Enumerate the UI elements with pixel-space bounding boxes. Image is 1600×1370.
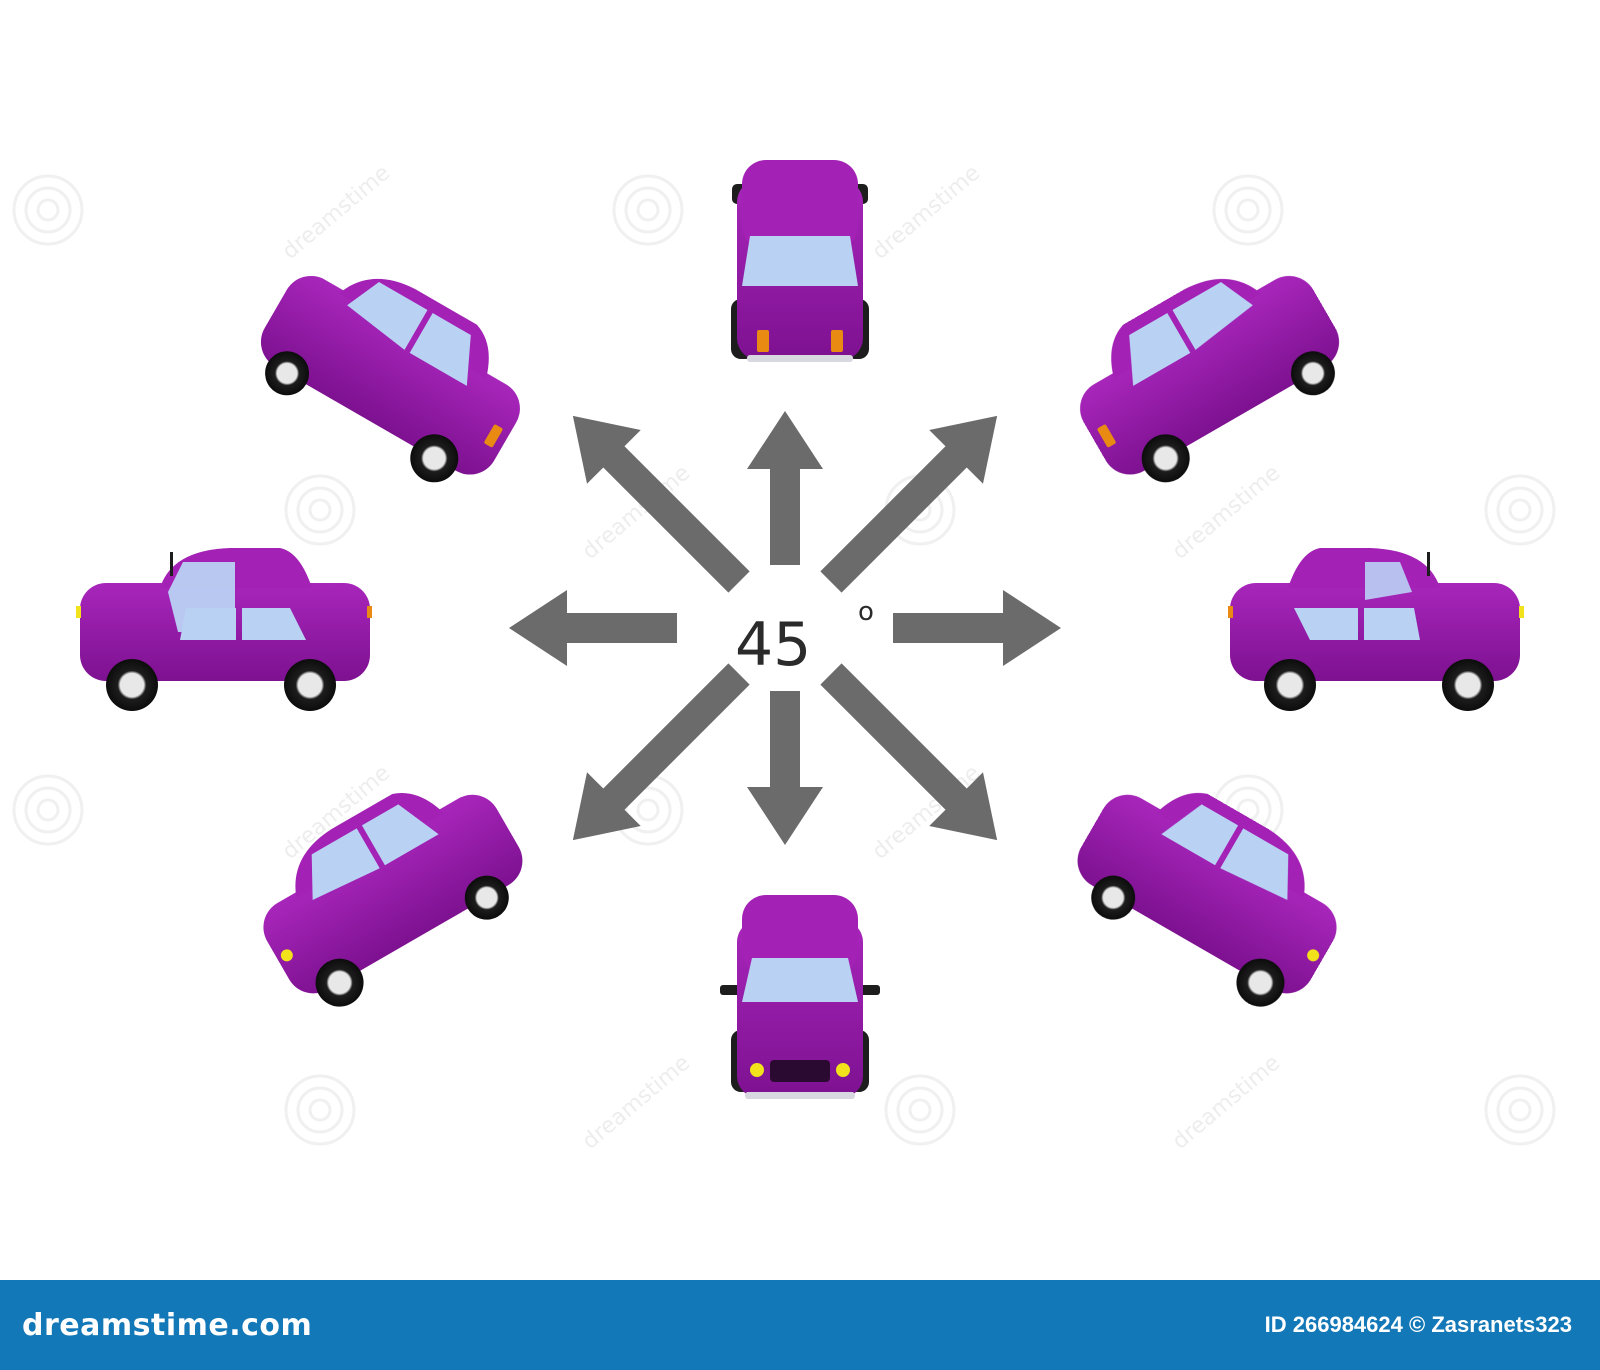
watermark-spiral-icon (12, 174, 84, 246)
arrow-270-deg (747, 691, 823, 845)
arrow-180-deg (509, 590, 677, 666)
watermark-text: dreamstime (1168, 1051, 1285, 1155)
watermark-spiral-icon (612, 174, 684, 246)
arrow-90-deg (747, 411, 823, 565)
car-bottom-front-view (720, 895, 880, 1099)
car-top-left-rear-three-quarter (260, 275, 520, 483)
footer-logo[interactable]: dreamstime.com (22, 1307, 313, 1343)
arrow-135-deg (572, 415, 750, 593)
car-rotation-diagram: dreamstime dreamstime dreamstime dreamst… (12, 160, 1556, 1155)
footer-image-id: ID 266984624 (1264, 1312, 1403, 1337)
car-bottom-left-front-three-quarter (263, 793, 523, 1007)
direction-arrows (509, 411, 1061, 845)
degree-symbol: o (858, 597, 874, 627)
footer-author[interactable]: Zasranets323 (1431, 1312, 1572, 1337)
watermark-spiral-icon (284, 474, 356, 546)
watermark-text: dreamstime (578, 1051, 695, 1155)
angle-number: 45 (735, 610, 811, 680)
watermark-text: dreamstime (868, 161, 985, 265)
angle-label: 45 o (735, 597, 874, 680)
arrow-315-deg (820, 663, 998, 841)
watermark-text: dreamstime (278, 161, 395, 265)
watermark-spiral-icon (284, 1074, 356, 1146)
arrow-0-deg (893, 590, 1061, 666)
diagram-stage: dreamstime dreamstime dreamstime dreamst… (12, 160, 1556, 1155)
watermark-spiral-icon (12, 774, 84, 846)
car-top-right-rear-three-quarter (1080, 275, 1340, 483)
footer-bar: dreamstime.com ID 266984624 © Zasranets3… (0, 1280, 1600, 1370)
car-right-side-view (1228, 548, 1524, 711)
car-bottom-right-front-three-quarter (1077, 793, 1337, 1007)
car-left-side-view (76, 548, 372, 711)
watermark-spiral-icon (1484, 1074, 1556, 1146)
footer-credit-separator-icon: © (1409, 1312, 1426, 1337)
arrow-45-deg (820, 415, 998, 593)
arrow-225-deg (572, 663, 750, 841)
watermark-text: dreamstime (1168, 461, 1285, 565)
watermark-spiral-icon (1212, 174, 1284, 246)
watermark-spiral-icon (1484, 474, 1556, 546)
watermark-spiral-icon (884, 1074, 956, 1146)
car-top-rear-view (731, 160, 869, 362)
footer-credit: ID 266984624 © Zasranets323 (1265, 1312, 1572, 1338)
